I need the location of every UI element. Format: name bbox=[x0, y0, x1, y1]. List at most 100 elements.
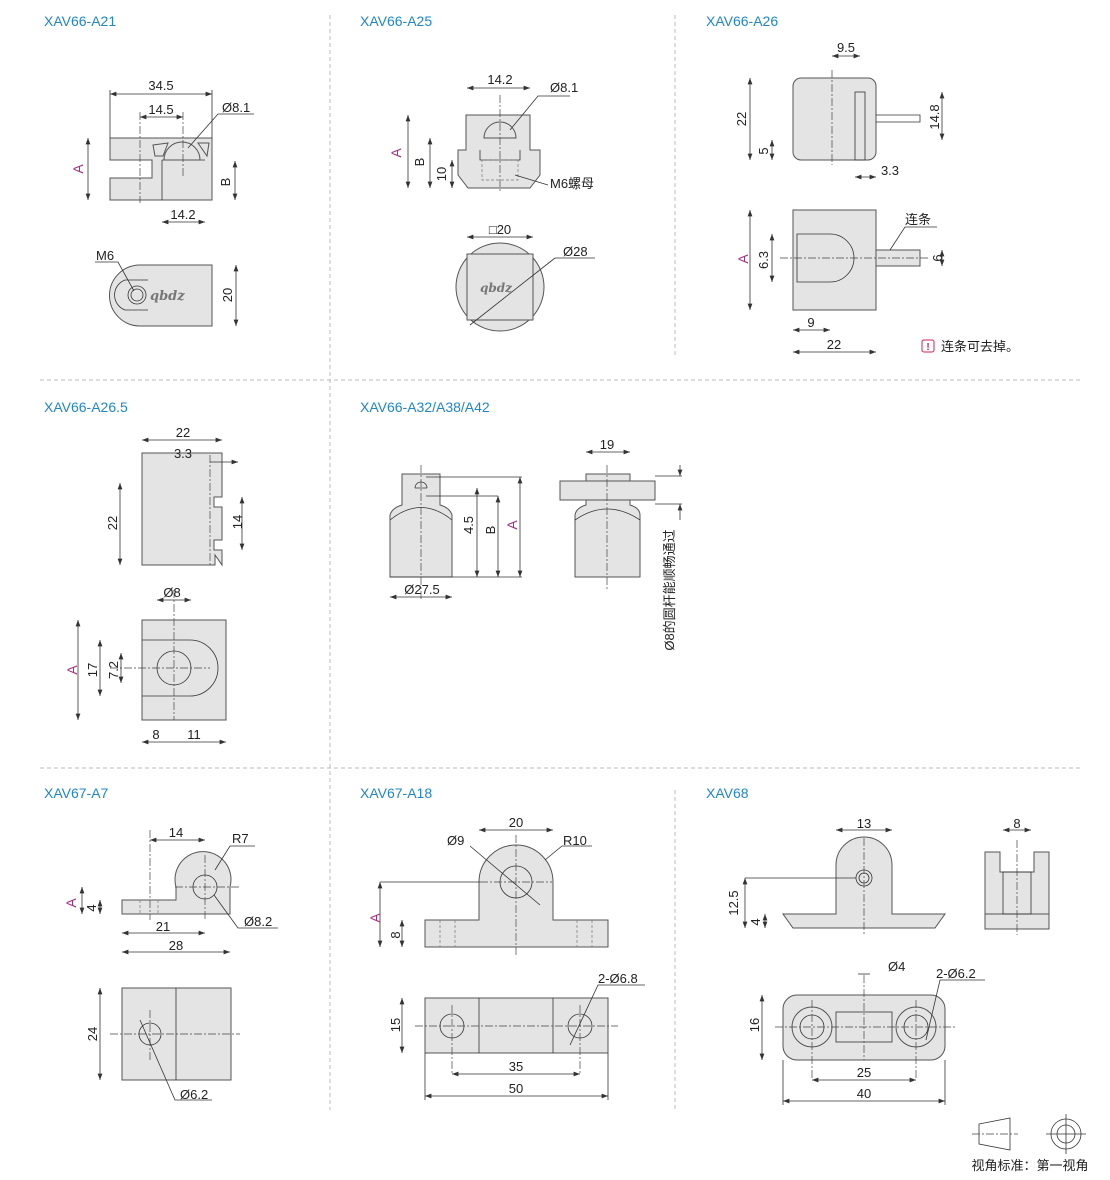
dim-label: 28 bbox=[169, 938, 183, 953]
dim-label: Ø6.2 bbox=[180, 1087, 208, 1102]
dim-label: 8 bbox=[152, 727, 159, 742]
panel-xav66-a21: XAV66-A21 34.5 14.5 Ø8.1 A B 14.2 qbdz M… bbox=[44, 13, 254, 327]
dim-label: 22 bbox=[105, 516, 120, 530]
dim-label: 7.2 bbox=[106, 661, 121, 679]
dim-label: 14.5 bbox=[148, 102, 173, 117]
panel-title: XAV66-A26.5 bbox=[44, 399, 128, 415]
dim-label: Ø9 bbox=[447, 833, 464, 848]
top-view bbox=[424, 997, 609, 1054]
dim-label: 22 bbox=[734, 112, 749, 126]
dim-label: □20 bbox=[489, 222, 511, 237]
dim-label: B bbox=[483, 526, 498, 535]
note-text: Ø8的圆杆能顺畅通过 bbox=[662, 529, 677, 650]
dim-label: 19 bbox=[600, 437, 614, 452]
dim-label: Ø28 bbox=[563, 244, 588, 259]
logo: qbdz bbox=[150, 289, 185, 304]
panel-xav68: XAV68 13 12.5 4 8 Ø4 2-Ø6.2 16 25 40 bbox=[706, 785, 1050, 1105]
dim-label: 15 bbox=[388, 1018, 403, 1032]
dim-label: 5 bbox=[756, 147, 771, 154]
dim-label: 16 bbox=[747, 1018, 762, 1032]
dim-label: Ø8 bbox=[163, 585, 180, 600]
front-view bbox=[424, 844, 609, 948]
dim-label: 14 bbox=[230, 515, 245, 529]
dim-label: 2-Ø6.2 bbox=[936, 966, 976, 981]
dim-label: 12.5 bbox=[726, 890, 741, 915]
projection-circle-icon bbox=[1046, 1114, 1086, 1154]
dim-label: 8 bbox=[388, 931, 403, 938]
dim-label: M6 bbox=[96, 248, 114, 263]
top-view bbox=[792, 209, 877, 311]
front-view bbox=[121, 851, 232, 915]
dim-label: 9.5 bbox=[837, 40, 855, 55]
dim-label: Ø8.2 bbox=[244, 914, 272, 929]
dim-label: 14.2 bbox=[170, 207, 195, 222]
dim-label: 35 bbox=[509, 1059, 523, 1074]
dim-label: Ø8.1 bbox=[550, 80, 578, 95]
projection-cone-icon bbox=[978, 1117, 1011, 1151]
panel-xav66-a32: XAV66-A32/A38/A42 4.5 B A Ø27.5 19 Ø8的圆杆… bbox=[360, 399, 683, 651]
dim-label: 10 bbox=[434, 167, 449, 181]
dim-label: 连条 bbox=[905, 212, 931, 227]
dim-label: 24 bbox=[85, 1027, 100, 1041]
separators bbox=[40, 15, 1080, 1110]
panel-title: XAV66-A32/A38/A42 bbox=[360, 399, 490, 415]
dim-label-a: A bbox=[70, 164, 86, 174]
dim-label: 9 bbox=[807, 315, 814, 330]
panel-title: XAV68 bbox=[706, 785, 749, 801]
dim-label: 6 bbox=[930, 254, 945, 261]
panel-title: XAV66-A25 bbox=[360, 13, 432, 29]
dim-label: Ø4 bbox=[888, 959, 905, 974]
panel-xav67-a7: XAV67-A7 14 R7 A 4 21 Ø8.2 28 24 Ø6.2 bbox=[44, 785, 278, 1102]
dim-label: R10 bbox=[563, 833, 587, 848]
dim-label: 14.2 bbox=[487, 72, 512, 87]
dim-label: 22 bbox=[176, 425, 190, 440]
dim-label: R7 bbox=[232, 831, 249, 846]
projection-legend: 视角标准：第一视角 bbox=[971, 1114, 1089, 1173]
dim-label-a: A bbox=[735, 254, 751, 264]
projection-label: 视角标准：第一视角 bbox=[971, 1158, 1088, 1173]
dim-label: Ø8.1 bbox=[222, 100, 250, 115]
dim-label: 21 bbox=[156, 919, 170, 934]
panel-title: XAV67-A18 bbox=[360, 785, 432, 801]
dim-label: 3.3 bbox=[174, 446, 192, 461]
dim-label: 14.8 bbox=[927, 104, 942, 129]
panel-xav66-a26-5: XAV66-A26.5 22 3.3 22 14 Ø8 A 17 7.2 8 1… bbox=[44, 399, 245, 745]
side-view bbox=[141, 452, 223, 567]
dim-label: 20 bbox=[220, 288, 235, 302]
panel-xav66-a25: XAV66-A25 14.2 Ø8.1 A B 10 M6螺母 qbdz □20… bbox=[360, 13, 595, 332]
dim-label: 20 bbox=[509, 815, 523, 830]
panel-title: XAV67-A7 bbox=[44, 785, 109, 801]
dim-label: 4 bbox=[84, 904, 99, 911]
panel-title: XAV66-A26 bbox=[706, 13, 778, 29]
panel-xav67-a18: XAV67-A18 20 Ø9 R10 A 8 15 2-Ø6.8 35 50 bbox=[360, 785, 645, 1100]
dim-label: 4 bbox=[748, 918, 763, 925]
dim-label: 22 bbox=[827, 337, 841, 352]
dim-label: 17 bbox=[85, 663, 100, 677]
panel-title: XAV66-A21 bbox=[44, 13, 116, 29]
front-view bbox=[457, 114, 541, 189]
dim-label: B bbox=[218, 178, 233, 187]
dim-label: 8 bbox=[1013, 816, 1020, 831]
warning-icon-glyph: ! bbox=[926, 342, 929, 353]
dim-label-a: A bbox=[388, 148, 404, 158]
dim-label-a: A bbox=[504, 520, 520, 530]
dim-label: B bbox=[412, 158, 427, 167]
dim-label: 4.5 bbox=[461, 516, 476, 534]
dim-label: 3.3 bbox=[881, 163, 899, 178]
side-view bbox=[792, 77, 877, 161]
dim-label: 40 bbox=[857, 1086, 871, 1101]
dim-label: 14 bbox=[169, 825, 183, 840]
dim-label-a: A bbox=[367, 913, 383, 923]
dim-label: Ø27.5 bbox=[404, 582, 439, 597]
dim-label-a: A bbox=[63, 898, 79, 908]
dim-label: 25 bbox=[857, 1065, 871, 1080]
dim-label: 13 bbox=[857, 816, 871, 831]
panel-xav66-a26: XAV66-A26 9.5 22 5 14.8 3.3 连条 A 6.3 6 9… bbox=[706, 13, 1019, 355]
warning-icon bbox=[921, 339, 935, 353]
dim-label: 34.5 bbox=[148, 78, 173, 93]
dim-label: 11 bbox=[187, 727, 201, 742]
dim-label: 50 bbox=[509, 1081, 523, 1096]
dim-label: M6螺母 bbox=[550, 176, 594, 191]
note-text: 连条可去掉。 bbox=[941, 339, 1019, 354]
